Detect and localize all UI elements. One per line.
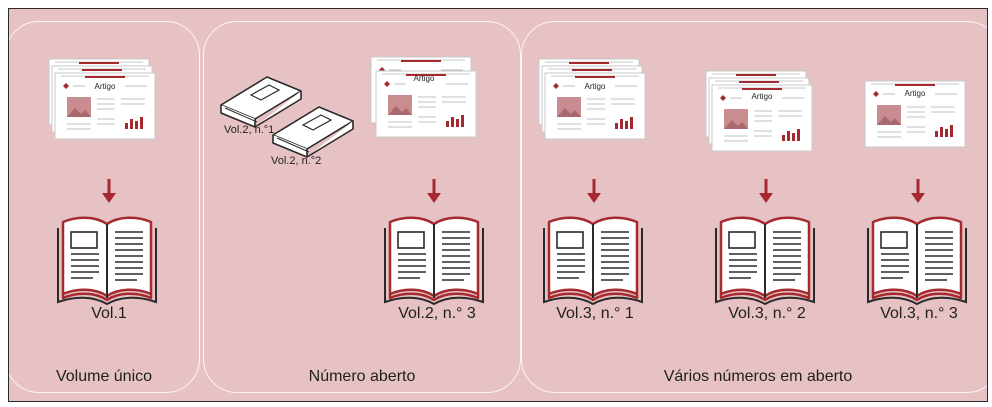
article-card-icon: Artigo [864, 80, 966, 148]
closed-book-icon [272, 106, 354, 158]
section-title: Vários números em aberto [663, 368, 853, 385]
item-label: Vol.1 [91, 305, 127, 322]
article-card-title: Artigo [585, 82, 606, 91]
open-book-icon [866, 216, 968, 306]
article-card-title: Artigo [95, 82, 116, 91]
closed-book-label: Vol.2, n.°2 [271, 155, 322, 167]
open-book-icon [542, 216, 644, 306]
arrow-down-icon [909, 177, 927, 205]
open-book-icon [56, 216, 158, 306]
arrow-down-icon [425, 177, 443, 205]
panel-numero-aberto [203, 21, 521, 393]
section-title: Volume único [55, 368, 153, 385]
article-card-title: Artigo [414, 74, 435, 83]
item-label: Vol.3, n.° 1 [556, 305, 634, 322]
open-book-icon [383, 216, 485, 306]
article-card-icon: Artigo [705, 70, 813, 152]
closed-book-label: Vol.2, n.°1 [224, 124, 275, 136]
panel-varios-numeros [521, 21, 987, 393]
arrow-down-icon [585, 177, 603, 205]
open-book-icon [714, 216, 816, 306]
item-label: Vol.2, n.° 3 [398, 305, 476, 322]
article-card-title: Artigo [905, 89, 926, 98]
arrow-down-icon [100, 177, 118, 205]
article-card-icon: Artigo [370, 56, 477, 138]
diagram-frame: Artigo Vol.1 Volume único Vol.2, n.°1 Vo… [8, 8, 988, 402]
article-card-icon: Artigo [538, 58, 646, 140]
section-title: Número aberto [308, 368, 416, 385]
panel-volume-unico [9, 21, 200, 393]
item-label: Vol.3, n.° 2 [728, 305, 806, 322]
item-label: Vol.3, n.° 3 [880, 305, 958, 322]
article-card-title: Artigo [752, 92, 773, 101]
article-card-icon: Artigo [48, 58, 156, 140]
arrow-down-icon [757, 177, 775, 205]
